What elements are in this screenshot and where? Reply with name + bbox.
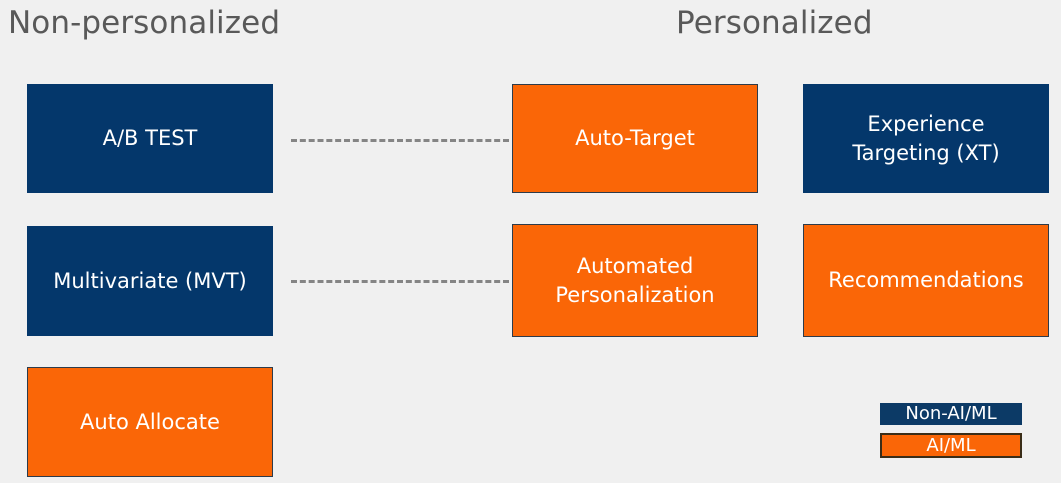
node-experience-targeting[interactable]: Experience Targeting (XT) xyxy=(803,84,1049,193)
connector-mvt-to-automated-personalization xyxy=(291,280,509,283)
column-header-non-personalized: Non-personalized xyxy=(8,5,281,41)
node-ab-test[interactable]: A/B TEST xyxy=(27,84,273,193)
node-auto-target[interactable]: Auto-Target xyxy=(512,84,758,193)
node-recommendations[interactable]: Recommendations xyxy=(803,224,1049,337)
connector-ab-test-to-auto-target xyxy=(291,139,509,142)
node-multivariate[interactable]: Multivariate (MVT) xyxy=(27,226,273,336)
node-auto-allocate[interactable]: Auto Allocate xyxy=(27,367,273,477)
legend-item-ai-ml: AI/ML xyxy=(880,433,1022,458)
column-header-personalized: Personalized xyxy=(676,5,873,41)
legend-item-non-ai-ml: Non-AI/ML xyxy=(880,403,1022,425)
node-automated-personalization[interactable]: Automated Personalization xyxy=(512,224,758,337)
legend: Non-AI/ML AI/ML xyxy=(880,403,1022,458)
